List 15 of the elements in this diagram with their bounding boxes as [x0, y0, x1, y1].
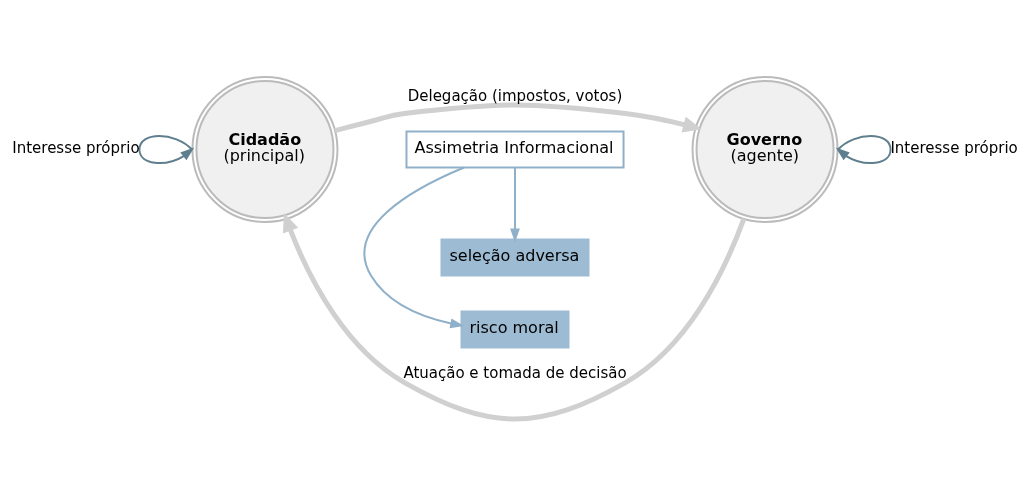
arrow	[334, 102, 702, 133]
edge-label: Delegação (impostos, votos)	[407, 86, 623, 105]
arrow	[138, 134, 195, 164]
node-circle: Governo (agente)	[691, 75, 839, 223]
node-circle: Cidadão (principal)	[191, 75, 339, 223]
edge-label: Interesse próprio	[12, 138, 140, 157]
arrow	[282, 212, 747, 421]
node-box: Assimetria Informacional	[405, 130, 625, 168]
node-box: seleção adversa	[440, 238, 590, 277]
edge-label: Atuação e tomada de decisão	[403, 363, 627, 382]
arrow	[510, 166, 520, 242]
node-box: risco moral	[460, 310, 570, 349]
arrow	[835, 134, 892, 164]
arrow	[363, 166, 466, 328]
edge-label: Interesse próprio	[890, 138, 1018, 157]
